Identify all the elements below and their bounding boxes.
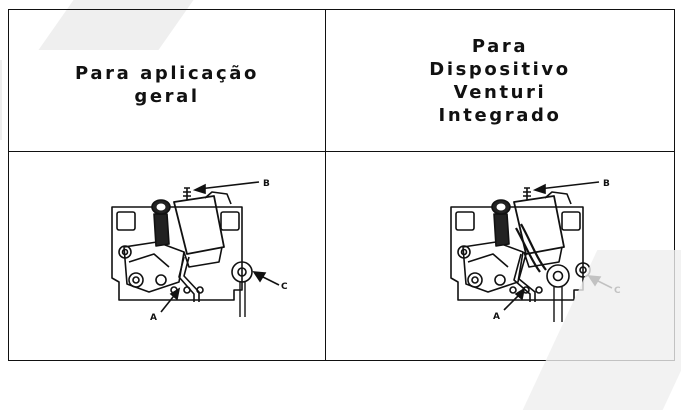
header-general: Para aplicação geral <box>8 9 326 152</box>
header-general-text: Para aplicação geral <box>75 62 259 108</box>
header-row: Para aplicação geral Para Dispositivo Ve… <box>8 9 675 152</box>
label-b: B <box>603 179 610 189</box>
header-venturi-text: Para Dispositivo Venturi Integrado <box>429 35 570 127</box>
header-line: geral <box>134 85 200 107</box>
header-line: Integrado <box>438 104 562 126</box>
valve-body <box>173 195 225 255</box>
figure-row: B C A <box>8 151 675 361</box>
label-a: A <box>150 313 157 323</box>
header-line: Dispositivo <box>429 58 571 80</box>
watermark-shape <box>0 60 2 140</box>
label-a: A <box>493 312 500 322</box>
header-venturi: Para Dispositivo Venturi Integrado <box>325 9 675 152</box>
figure-cell-general: B C A <box>8 151 326 361</box>
header-line: Venturi <box>453 81 547 103</box>
label-c: C <box>281 282 288 292</box>
comparison-table: Para aplicação geral Para Dispositivo Ve… <box>8 9 675 361</box>
header-line: Para <box>471 35 529 57</box>
label-b: B <box>263 179 270 189</box>
valve-body <box>513 195 565 255</box>
base-plate <box>111 206 243 301</box>
header-line: Para aplicação <box>75 62 259 84</box>
general-application-diagram: B C A <box>111 179 288 323</box>
